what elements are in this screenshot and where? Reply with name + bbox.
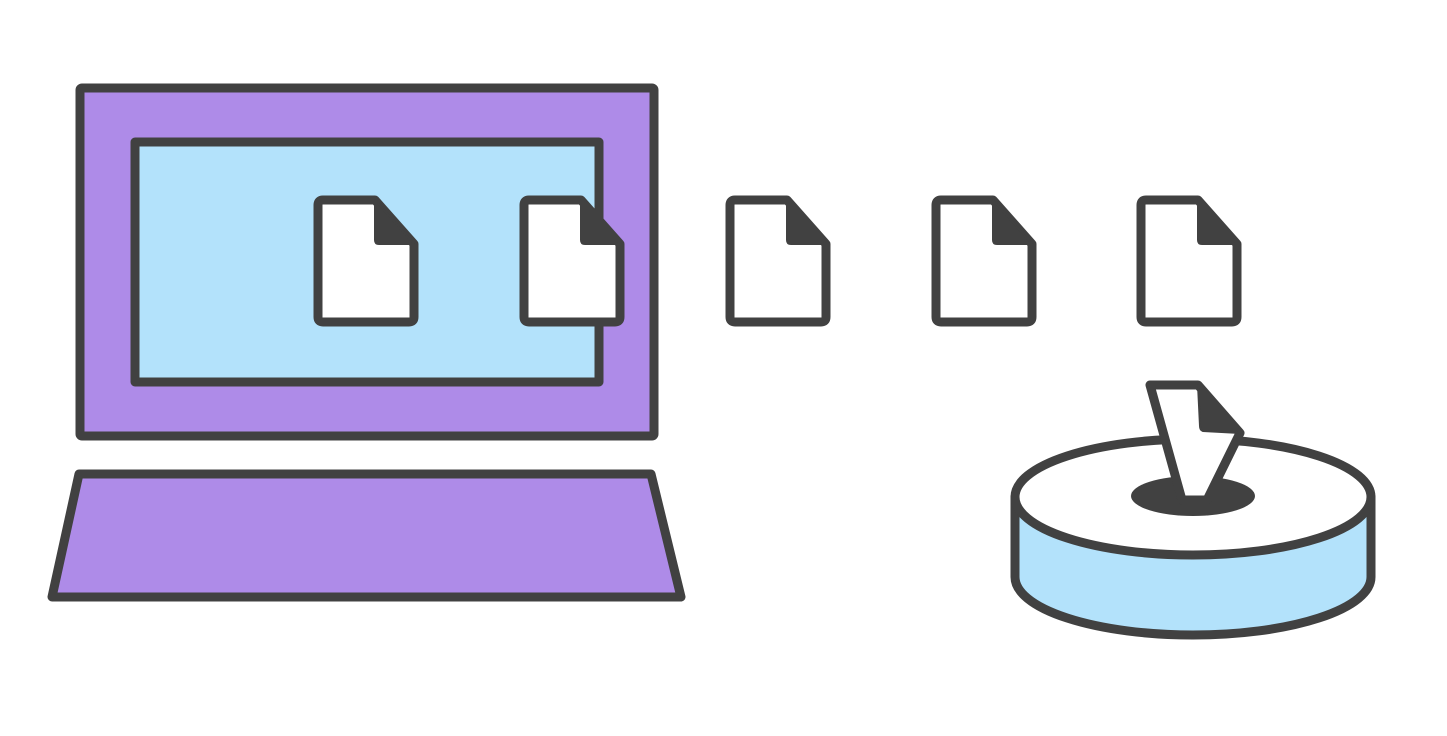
- file-icon: [1136, 195, 1242, 327]
- file-icon: [519, 195, 625, 327]
- laptop-icon: [47, 83, 686, 602]
- laptop-keyboard-base: [47, 469, 686, 602]
- file-stream: [313, 195, 1242, 327]
- file-icon: [1145, 380, 1245, 505]
- file-icon: [725, 195, 831, 327]
- disk-icon: [1010, 380, 1376, 640]
- file-icon: [313, 195, 419, 327]
- file-icon: [931, 195, 1037, 327]
